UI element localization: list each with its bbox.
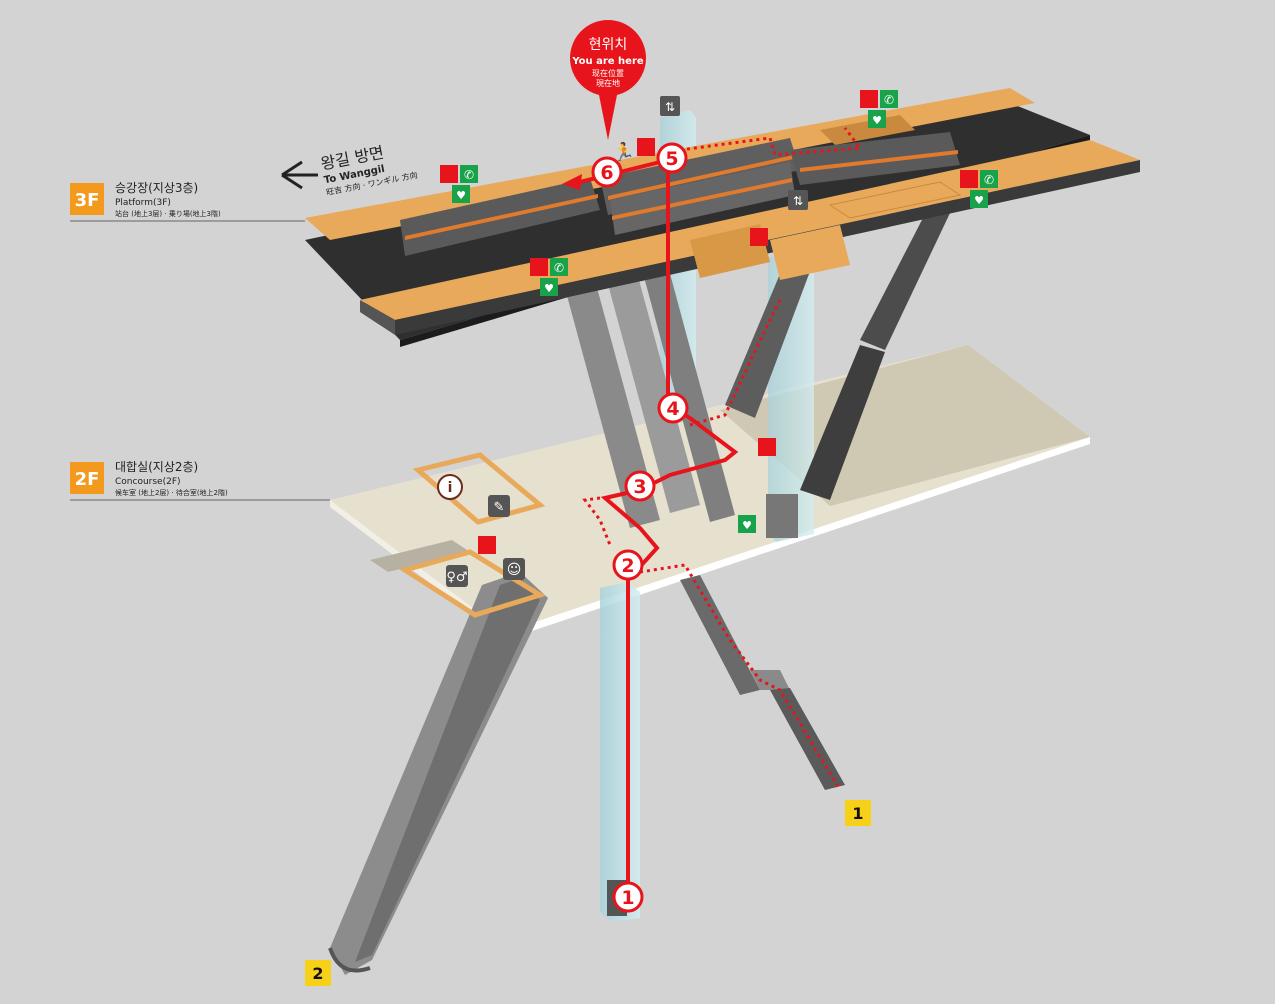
info-room: i <box>412 452 546 525</box>
restroom-room: ♀♂ ☺ <box>398 549 547 618</box>
floor-badge-3f: 3F <box>75 190 100 211</box>
route-step-marker: 5 <box>656 142 688 174</box>
svg-text:♥: ♥ <box>456 189 466 202</box>
exit-2-label: 2 <box>312 964 323 983</box>
floor-en-3f: Platform(3F) <box>115 198 171 208</box>
fire-extinguisher-icon <box>530 258 548 276</box>
you-are-here-jp: 現在地 <box>596 78 620 88</box>
route-step-marker: 3 <box>624 470 656 502</box>
route-step-label: 1 <box>621 887 634 909</box>
svg-text:♥: ♥ <box>974 194 984 207</box>
fire-extinguisher-icon <box>750 228 768 246</box>
svg-text:⇅: ⇅ <box>665 100 675 114</box>
emergency-phone-icon: ✆ <box>880 90 898 108</box>
fire-extinguisher-icon <box>758 438 776 456</box>
svg-text:♥: ♥ <box>742 519 752 532</box>
floor-en-2f: Concourse(2F) <box>115 477 181 487</box>
svg-text:♀♂: ♀♂ <box>446 570 467 585</box>
you-are-here-ko: 현위치 <box>589 37 628 53</box>
glass-pillar <box>600 582 640 922</box>
svg-text:☺: ☺ <box>507 562 522 578</box>
aed-icon: ♥ <box>738 515 756 533</box>
escalator <box>560 247 735 528</box>
svg-text:✆: ✆ <box>464 168 474 182</box>
floor-label-2f: 2F 대합실(지상2층) Concourse(2F) 候车室 (地上2层) · … <box>70 460 330 501</box>
elevator-icon: ⇅ <box>660 96 680 116</box>
route-step-label: 3 <box>633 476 646 498</box>
you-are-here-en: You are here <box>571 56 644 67</box>
route-step-marker: 1 <box>612 881 644 913</box>
elevator-icon: ⇅ <box>788 190 808 210</box>
route-path-dotted <box>582 127 863 791</box>
floor-title-3f: 승강장(지상3층) <box>115 181 198 195</box>
escalator-to-exit-2 <box>328 572 548 975</box>
fire-extinguisher-icon <box>440 165 458 183</box>
fire-extinguisher-icon <box>860 90 878 108</box>
stairs <box>725 185 960 500</box>
route-step-marker: 4 <box>657 392 689 424</box>
route-step-marker: 2 <box>612 549 644 581</box>
arrow-left-icon <box>281 160 318 190</box>
floor-label-3f: 3F 승강장(지상3층) Platform(3F) 站台 (地上3层) · 乗り… <box>70 181 305 222</box>
floor-title-2f: 대합실(지상2층) <box>115 460 198 474</box>
svg-text:⇅: ⇅ <box>793 194 803 208</box>
emergency-phone-icon: ✆ <box>550 258 568 276</box>
running-man-icon: 🏃 <box>613 141 635 163</box>
fire-extinguisher-icon <box>637 138 655 156</box>
aed-icon: ♥ <box>540 278 558 296</box>
svg-text:♥: ♥ <box>872 114 882 127</box>
stairs-to-exit-1 <box>680 575 845 790</box>
aed-icon: ♥ <box>970 190 988 208</box>
floor-sub-2f: 候车室 (地上2层) · 待合室(地上2階) <box>115 488 228 497</box>
route-step-label: 5 <box>665 148 678 170</box>
route-step-label: 4 <box>666 398 679 420</box>
fire-extinguisher-icon <box>478 536 496 554</box>
you-are-here-marker: 현위치 You are here 现在位置 現在地 <box>570 20 646 140</box>
route-step-label: 2 <box>621 555 634 577</box>
exit-1-label: 1 <box>852 804 863 823</box>
emergency-phone-icon: ✆ <box>980 170 998 188</box>
floor-sub-3f: 站台 (地上3层) · 乗り場(地上3階) <box>115 209 221 218</box>
floor-badge-2f: 2F <box>75 469 100 490</box>
route-step-marker: 6 <box>591 156 623 188</box>
svg-text:♥: ♥ <box>544 282 554 295</box>
direction-label: 왕길 방면 To Wanggil 旺吉 方向 · ワンギル 方向 <box>281 143 418 197</box>
route-step-label: 6 <box>600 162 613 184</box>
svg-text:✆: ✆ <box>984 173 994 187</box>
fire-extinguisher-icon <box>960 170 978 188</box>
aed-icon: ♥ <box>868 110 886 128</box>
svg-text:✆: ✆ <box>554 261 564 275</box>
aed-icon: ♥ <box>452 185 470 203</box>
ticket-room: ✎ <box>488 495 510 517</box>
exit-badge-1: 1 <box>845 800 871 826</box>
svg-text:✎: ✎ <box>494 500 505 515</box>
train <box>400 132 960 256</box>
emergency-phone-icon: ✆ <box>460 165 478 183</box>
svg-text:i: i <box>448 480 453 496</box>
svg-text:✆: ✆ <box>884 93 894 107</box>
exit-badge-2: 2 <box>305 960 331 986</box>
svg-text:🏃: 🏃 <box>613 141 635 163</box>
you-are-here-cn: 现在位置 <box>592 68 624 78</box>
